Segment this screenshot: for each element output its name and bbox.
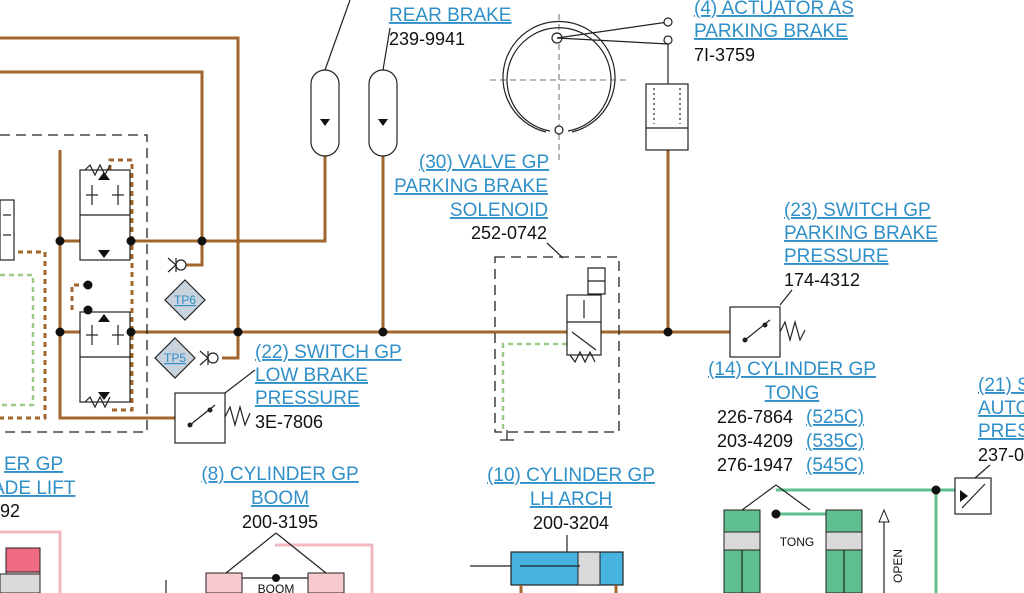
valve-part: 252-0742: [471, 223, 547, 243]
boom-cylinder: BOOM: [165, 532, 374, 593]
valve-link-line1[interactable]: (30) VALVE GP: [419, 152, 549, 173]
valve-link-line2[interactable]: PARKING BRAKE: [394, 176, 548, 197]
switch23-link-line3[interactable]: PRESSURE: [784, 246, 889, 267]
tong-inner-label: TONG: [780, 535, 814, 549]
valve-link-line3[interactable]: SOLENOID: [450, 200, 548, 221]
cyl8-label[interactable]: (8) CYLINDER GP BOOM 200-3195: [201, 464, 358, 532]
boom-inner-label: BOOM: [258, 582, 295, 593]
parking-brake-solenoid-valve: [494, 256, 620, 441]
tong-cylinder: TONG OPEN: [723, 484, 955, 593]
parking-brake-actuator: [645, 44, 689, 151]
cyl14-ref-525c[interactable]: (525C): [806, 407, 864, 428]
switch22-link-line3[interactable]: PRESSURE: [255, 388, 360, 409]
actuator-link-line2[interactable]: PARKING BRAKE: [694, 21, 848, 42]
cyl14-ref-535c[interactable]: (535C): [806, 431, 864, 452]
valve-bank: [0, 134, 148, 433]
cyl8-part: 200-3195: [242, 512, 318, 532]
accumulator-right: [368, 69, 398, 157]
lh-arch-cylinder: [470, 535, 624, 593]
cyl21-label[interactable]: (21) S AUTO PRES 237-0: [978, 375, 1024, 465]
left-cut-link-line1[interactable]: ER GP: [4, 454, 63, 475]
switch23-link-line2[interactable]: PARKING BRAKE: [784, 223, 938, 244]
auto-pressure-switch-partial: [954, 464, 992, 515]
green-drain-lines: [0, 273, 567, 430]
cyl10-part: 200-3204: [533, 513, 609, 533]
tp5-test-point[interactable]: TP5: [154, 337, 196, 379]
switch22-part: 3E-7806: [255, 412, 323, 432]
cyl8-link-line1[interactable]: (8) CYLINDER GP: [201, 464, 358, 485]
tp6-test-point[interactable]: TP6: [164, 279, 206, 321]
brown-pilot-lines: [0, 158, 134, 420]
cyl21-link-line2[interactable]: AUTO: [978, 398, 1024, 419]
cyl14-link-line1[interactable]: (14) CYLINDER GP: [708, 359, 876, 380]
left-cut-link-line2[interactable]: ADE LIFT: [0, 478, 76, 499]
open-label: OPEN: [891, 549, 905, 583]
cyl14-label[interactable]: (14) CYLINDER GP TONG 226-7864 (525C) 20…: [708, 359, 876, 476]
rear-brake-part: 239-9941: [389, 29, 465, 49]
cyl10-label[interactable]: (10) CYLINDER GP LH ARCH 200-3204: [487, 465, 655, 533]
actuator-part: 7I-3759: [694, 45, 755, 65]
cyl14-part-1: 226-7864: [717, 407, 793, 427]
switch22-link-line1[interactable]: (22) SWITCH GP: [255, 342, 402, 363]
switch22-label[interactable]: (22) SWITCH GP LOW BRAKE PRESSURE 3E-780…: [255, 342, 402, 432]
valve-label[interactable]: (30) VALVE GP PARKING BRAKE SOLENOID 252…: [394, 152, 564, 259]
tp6-label[interactable]: TP6: [174, 293, 196, 307]
cyl10-link-line2[interactable]: LH ARCH: [530, 489, 612, 510]
rear-brake-label[interactable]: REAR BRAKE 239-9941: [389, 5, 511, 49]
junction-dots: [55, 236, 673, 337]
left-cut-label[interactable]: ER GP ADE LIFT 92: [0, 454, 76, 521]
actuator-label[interactable]: (4) ACTUATOR AS PARKING BRAKE 7I-3759: [694, 0, 854, 65]
cyl21-link-line3[interactable]: PRES: [978, 421, 1024, 442]
rear-brake-link[interactable]: REAR BRAKE: [389, 5, 511, 26]
accumulator-left: [310, 69, 340, 157]
cyl21-link-line1[interactable]: (21) S: [978, 375, 1024, 396]
switch22-link-line2[interactable]: LOW BRAKE: [255, 365, 368, 386]
cyl21-part: 237-0: [978, 445, 1024, 465]
switch23-label[interactable]: (23) SWITCH GP PARKING BRAKE PRESSURE 17…: [784, 200, 938, 290]
cyl14-link-line2[interactable]: TONG: [765, 383, 820, 404]
tp5-label[interactable]: TP5: [164, 351, 186, 365]
left-cut-part: 92: [0, 501, 20, 521]
switch23-link-line1[interactable]: (23) SWITCH GP: [784, 200, 931, 221]
low-brake-pressure-switch: [174, 369, 256, 444]
cyl14-ref-545c[interactable]: (545C): [806, 455, 864, 476]
cyl10-link-line1[interactable]: (10) CYLINDER GP: [487, 465, 655, 486]
actuator-link-line1[interactable]: (4) ACTUATOR AS: [694, 0, 854, 19]
cyl8-link-line2[interactable]: BOOM: [251, 488, 309, 509]
cyl14-part-2: 203-4209: [717, 431, 793, 451]
check-valve-lower: [199, 350, 219, 366]
parking-brake-drum: [490, 14, 673, 160]
lift-cylinder-partial: [0, 530, 62, 593]
parking-brake-pressure-switch: [729, 289, 806, 358]
switch23-part: 174-4312: [784, 270, 860, 290]
check-valve-upper: [167, 257, 187, 273]
cyl14-part-3: 276-1947: [717, 455, 793, 475]
